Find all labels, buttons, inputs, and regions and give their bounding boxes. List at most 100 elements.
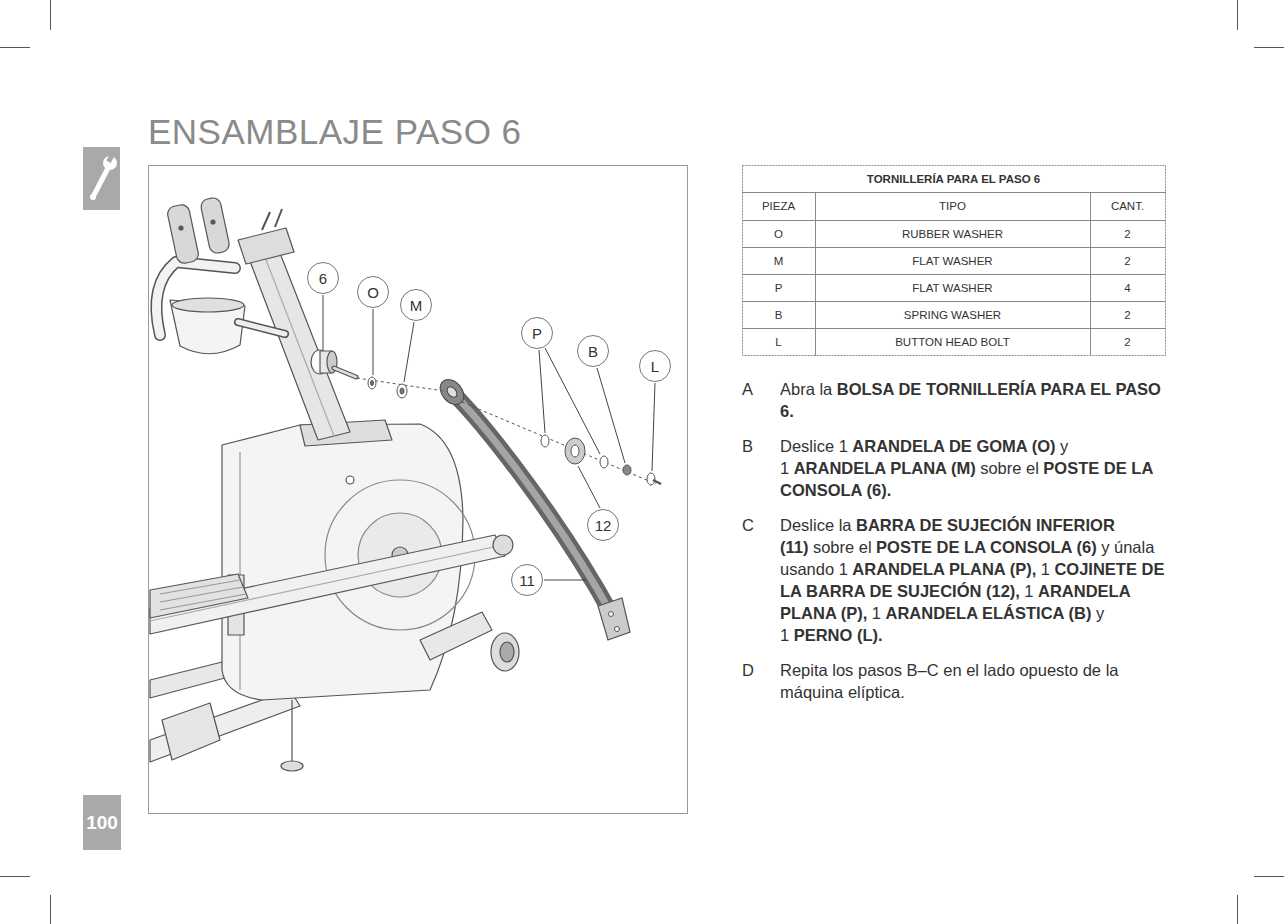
elliptical-machine-part [200, 197, 231, 255]
elliptical-machine-part [420, 612, 492, 660]
hardware-table-grid-part [742, 220, 1166, 221]
table-cell: FLAT WASHER [815, 247, 1090, 274]
table-cell: PIEZA [742, 192, 815, 220]
part-name: ARANDELA ELÁSTICA (B) [885, 604, 1091, 622]
page-number-box: 100 [83, 795, 121, 850]
hardware-parts-part [653, 480, 661, 484]
elliptical-machine-part [491, 633, 519, 671]
table-cell: P [742, 274, 815, 301]
elliptical-machine-part [281, 761, 303, 771]
elliptical-machine-part [238, 322, 285, 334]
instruction-step: BDeslice 1ARANDELA DE GOMA (O)y 1ARANDEL… [742, 435, 1168, 501]
instruction-step: CDeslice laBARRA DE SUJECIÓN INFERIOR (1… [742, 514, 1168, 646]
leader-lines-part [578, 466, 600, 508]
callout-circle: 11 [511, 564, 543, 596]
hardware-parts-part [571, 445, 579, 457]
hardware-table-grid-part [742, 192, 1166, 193]
table-cell: 2 [1090, 247, 1165, 274]
callout-circle: 6 [307, 262, 339, 294]
hardware-table-grid-part [1090, 192, 1091, 356]
table-text: RUBBER WASHER [902, 228, 1003, 240]
elliptical-machine-part [334, 368, 356, 377]
elliptical-machine-part [160, 580, 240, 594]
elliptical-machine-part [150, 690, 300, 762]
elliptical-machine-part [162, 703, 220, 760]
step-letter: C [742, 514, 754, 536]
elliptical-machine-part [179, 226, 183, 230]
elliptical-machine-part [334, 368, 356, 377]
callout-number: 6 [319, 270, 327, 287]
callout-circle: O [357, 276, 389, 308]
elliptical-machine-part [160, 587, 243, 602]
callout-circle: M [400, 289, 432, 321]
wrench-icon-part [90, 194, 96, 200]
page-number: 100 [86, 812, 118, 834]
hardware-parts-part [368, 377, 376, 389]
hardware-parts-part [541, 435, 549, 447]
table-cell: L [742, 328, 815, 355]
callout-number: 12 [595, 517, 612, 534]
elliptical-machine-part [150, 535, 505, 634]
elliptical-machine-part [211, 220, 215, 224]
hardware-table-grid-part [815, 192, 816, 356]
instruction-text: 1 [1024, 582, 1033, 600]
hardware-parts-part [600, 456, 608, 468]
part-name: PERNO (L). [794, 626, 883, 644]
leader-lines-part [597, 368, 625, 463]
wrench-icon-part [106, 154, 114, 163]
table-text: BUTTON HEAD BOLT [895, 336, 1010, 348]
leader-lines-part [323, 295, 324, 350]
table-text: P [775, 282, 783, 294]
hardware-table-grid-part [742, 274, 1166, 275]
callout-number: 11 [519, 572, 535, 589]
table-cell: RUBBER WASHER [815, 220, 1090, 247]
step-letter: B [742, 435, 753, 457]
table-cell: 2 [1090, 220, 1165, 247]
elliptical-machine [150, 197, 519, 771]
lower-grip-bar-part [452, 392, 612, 615]
instruction-text: Repita los pasos B–C en el lado opuesto … [780, 661, 1118, 701]
elliptical-machine-part [166, 203, 200, 264]
crop-marks-part [0, 47, 30, 48]
callout-circle: B [577, 335, 609, 367]
elliptical-machine-part [346, 476, 354, 484]
hardware-table-grid-part [743, 166, 1166, 356]
leader-lines-part [539, 350, 545, 433]
table-text: 2 [1124, 309, 1130, 321]
elliptical-machine-part [150, 546, 498, 621]
crop-marks-part [1237, 895, 1238, 924]
lower-grip-bar-part [445, 385, 459, 399]
elliptical-machine-part [238, 322, 285, 334]
callout-number: P [532, 325, 542, 342]
table-cell: M [742, 247, 815, 274]
lower-grip-bar-part [615, 627, 620, 632]
leader-lines-part [652, 383, 655, 471]
elliptical-machine-part [493, 535, 513, 555]
table-cell: B [742, 301, 815, 328]
page-title: ENSAMBLAJE PASO 6 [148, 112, 522, 152]
lower-grip-bar-part [598, 598, 630, 640]
elliptical-machine-part [262, 212, 270, 230]
callout-circle: L [639, 350, 671, 382]
table-cell: O [742, 220, 815, 247]
hardware-parts-part [462, 402, 656, 484]
crop-marks-part [50, 0, 51, 30]
hardware-table-grid-part [742, 247, 1166, 248]
wrench-icon-part [93, 168, 108, 197]
part-name: BOLSA DE TORNILLERÍA PARA EL PASO 6. [780, 380, 1161, 420]
leader-lines-part [373, 309, 374, 375]
leader-lines-part [404, 322, 414, 382]
part-name: POSTE DE LA CONSOLA (6) [876, 538, 1097, 556]
table-text: SPRING WASHER [904, 309, 1001, 321]
table-cell: TORNILLERÍA PARA EL PASO 6 [742, 165, 1165, 192]
table-cell: 2 [1090, 301, 1165, 328]
hardware-parts-part [371, 381, 374, 386]
table-text: 2 [1124, 228, 1130, 240]
instruction-text: Deslice la [780, 516, 852, 534]
hardware-parts-part [623, 465, 631, 475]
instruction-text: Deslice 1 [780, 437, 848, 455]
instruction-text: sobre el [980, 459, 1039, 477]
instruction-step: DRepita los pasos B–C en el lado opuesto… [742, 659, 1168, 703]
elliptical-machine-part [150, 574, 248, 618]
